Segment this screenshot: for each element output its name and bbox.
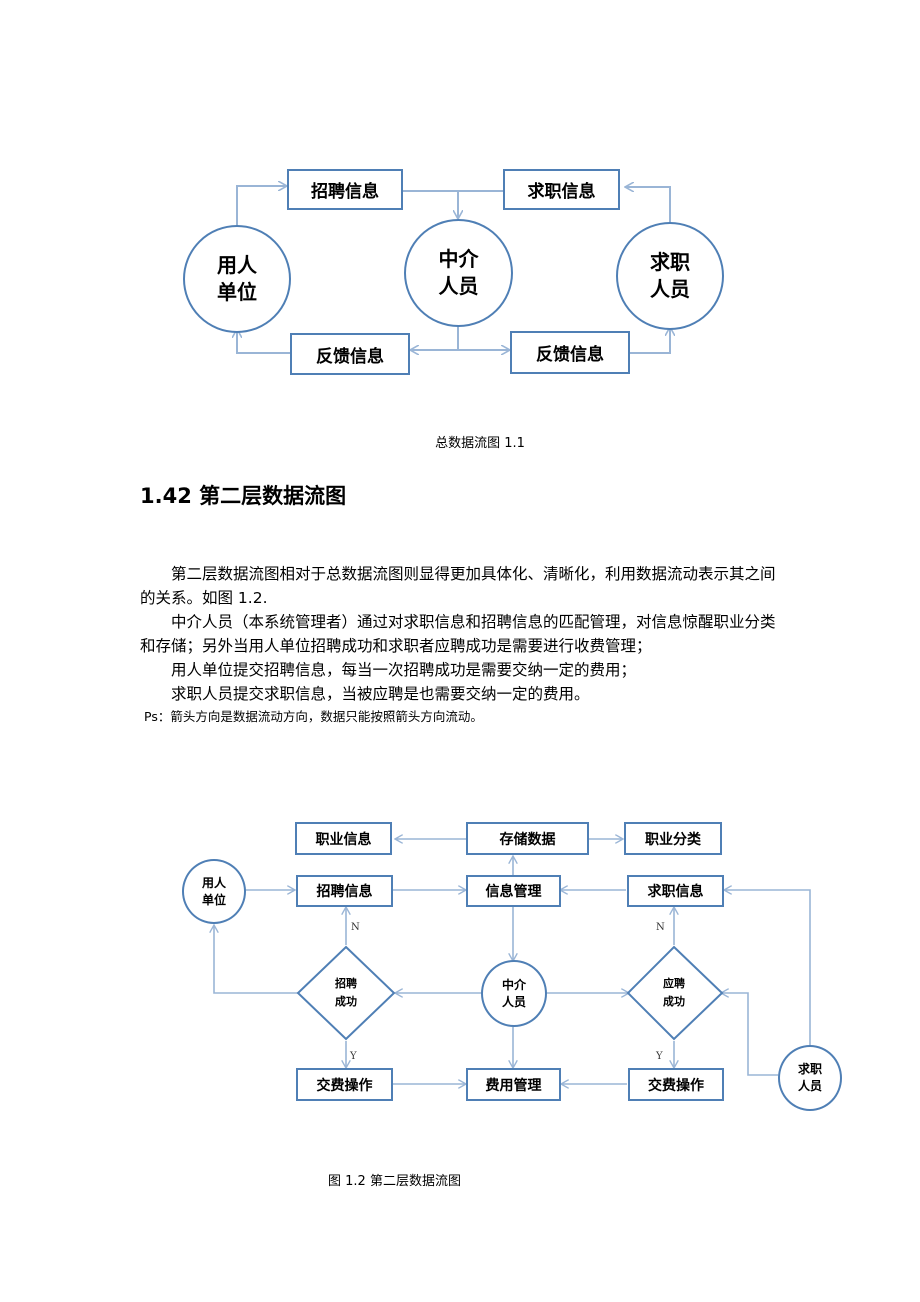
ps-note: Ps：箭头方向是数据流动方向，数据只能按照箭头方向流动。 <box>144 709 483 724</box>
career-class-label: 职业分类 <box>645 831 701 848</box>
apply-success-diamond <box>626 945 724 1041</box>
job-info2-label: 求职信息 <box>647 884 704 900</box>
fee-manage-label: 费用管理 <box>485 1077 542 1094</box>
edge-seeker-to-apply-success <box>722 993 778 1076</box>
apply-success-line2: 成功 <box>663 995 685 1008</box>
edge-feedback-to-seeker <box>630 328 670 354</box>
diagram1-edges <box>0 150 920 400</box>
feedback-right-box: 反馈信息 <box>510 331 630 374</box>
fee-manage-box: 费用管理 <box>466 1068 561 1101</box>
feedback-left-box: 反馈信息 <box>290 333 410 375</box>
apply-success-text: 应聘 成功 <box>644 971 704 1015</box>
pay-right-box: 交费操作 <box>628 1068 724 1101</box>
employer-line1: 用人 <box>217 253 257 277</box>
employer2-line2: 单位 <box>201 892 226 907</box>
label-n-right: N <box>656 922 665 933</box>
seeker-circle: 求职 人员 <box>616 222 724 330</box>
apply-success-line1: 应聘 <box>663 977 685 991</box>
employer2-line1: 用人 <box>201 875 226 890</box>
edge-seeker-to-job <box>626 187 671 235</box>
agent-line2: 人员 <box>438 274 479 298</box>
recruit-info-box: 招聘信息 <box>287 169 403 210</box>
body-text: 第二层数据流图相对于总数据流图则显得更加具体化、清晰化，利用数据流动表示其之间的… <box>140 562 780 728</box>
label-y-left: Y <box>350 1051 357 1062</box>
feedback-left-label: 反馈信息 <box>316 346 384 367</box>
edge-recruit-success-to-employer <box>214 926 298 994</box>
agent-circle: 中介 人员 <box>404 219 513 327</box>
employer-circle-2: 用人 单位 <box>182 859 246 924</box>
recruit-info-label: 招聘信息 <box>311 182 379 202</box>
edge-seeker-to-job <box>725 890 811 1055</box>
seeker-circle-2: 求职 人员 <box>778 1045 842 1111</box>
info-manage-label: 信息管理 <box>485 884 542 900</box>
job-info-box-2: 求职信息 <box>627 875 724 907</box>
feedback-right-label: 反馈信息 <box>536 345 604 365</box>
recruit-success-text: 招聘 成功 <box>316 971 376 1015</box>
agent-line1: 中介 <box>438 247 479 271</box>
job-info-box: 求职信息 <box>503 169 620 210</box>
edge-recruit-to-agent <box>403 190 458 218</box>
agent-circle-2: 中介 人员 <box>481 960 547 1027</box>
figure-caption-1: 总数据流图 1.1 <box>435 436 525 451</box>
seeker2-line2: 人员 <box>797 1079 822 1093</box>
recruit-success-line2: 成功 <box>335 995 357 1008</box>
paragraph-1: 第二层数据流图相对于总数据流图则显得更加具体化、清晰化，利用数据流动表示其之间的… <box>140 565 776 607</box>
paragraph-4: 求职人员提交求职信息，当被应聘是也需要交纳一定的费用。 <box>171 685 590 703</box>
figure-caption-2: 图 1.2 第二层数据流图 <box>328 1174 461 1189</box>
label-y-right: Y <box>656 1051 663 1062</box>
overall-data-flow-diagram: 招聘信息 求职信息 用人 单位 中介 人员 求职 人员 反馈信息 反馈信息 <box>0 150 920 400</box>
career-info-label: 职业信息 <box>315 831 372 848</box>
store-data-box: 存储数据 <box>466 822 589 855</box>
second-level-data-flow-diagram: 职业信息 存储数据 职业分类 用人 单位 招聘信息 信息管理 求职信息 N N … <box>0 805 920 1140</box>
employer-circle: 用人 单位 <box>183 225 291 333</box>
recruit-info-box-2: 招聘信息 <box>296 875 393 907</box>
paragraph-3: 用人单位提交招聘信息，每当一次招聘成功是需要交纳一定的费用； <box>171 661 637 679</box>
employer-line2: 单位 <box>217 280 257 304</box>
pay-right-label: 交费操作 <box>648 1077 704 1094</box>
seeker2-line1: 求职 <box>797 1062 822 1077</box>
edge-employer-to-recruit <box>236 186 286 235</box>
paragraph-2: 中介人员（本系统管理者）通过对求职信息和招聘信息的匹配管理，对信息惊醒职业分类和… <box>140 613 776 655</box>
edge-feedback-to-employer <box>237 330 290 354</box>
label-n-left: N <box>351 922 360 933</box>
store-data-label: 存储数据 <box>499 831 556 848</box>
recruit-success-diamond <box>296 945 396 1041</box>
recruit-info2-label: 招聘信息 <box>316 884 373 900</box>
career-class-box: 职业分类 <box>624 822 722 855</box>
diagram2-edges <box>0 805 811 1140</box>
pay-left-label: 交费操作 <box>316 1077 373 1094</box>
pay-left-box: 交费操作 <box>296 1068 393 1101</box>
seeker-line2: 人员 <box>650 277 690 301</box>
seeker-line1: 求职 <box>650 250 690 274</box>
section-heading: 1.42 第二层数据流图 <box>140 484 347 508</box>
agent2-line1: 中介 <box>501 977 526 992</box>
recruit-success-line1: 招聘 <box>335 977 357 991</box>
career-info-box: 职业信息 <box>295 822 392 855</box>
agent2-line2: 人员 <box>501 994 526 1009</box>
info-manage-box: 信息管理 <box>466 875 561 907</box>
job-info-label: 求职信息 <box>527 182 596 202</box>
